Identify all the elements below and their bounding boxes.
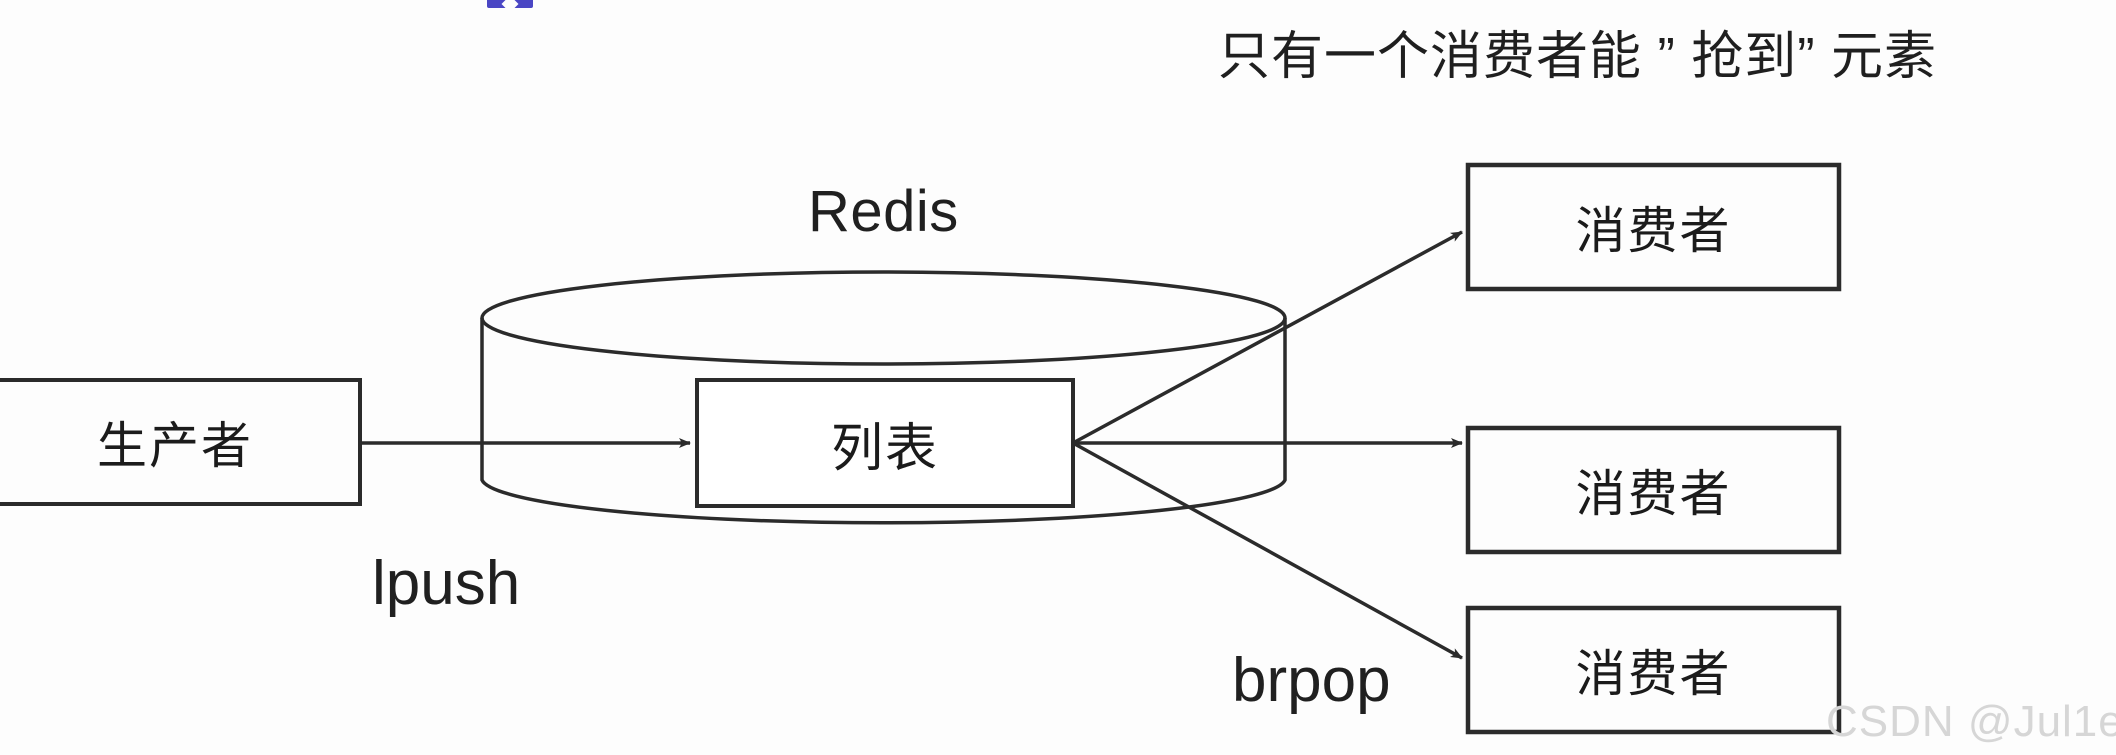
watermark: CSDN @Jul1en_ xyxy=(1826,697,2116,746)
consumer-box-0 xyxy=(1465,162,1842,292)
list-box xyxy=(695,378,1075,508)
list-label: 列表 xyxy=(830,419,939,478)
redis-cylinder xyxy=(480,270,1287,525)
clipped-ui-artifact xyxy=(487,0,533,8)
lpush-edge-label: lpush xyxy=(372,549,521,618)
headline-note: 只有一个消费者能 ” 抢到” 元素 xyxy=(1218,28,1937,86)
brpop-edge-label: brpop xyxy=(1232,646,1391,715)
brpop-arrow-top xyxy=(1072,230,1463,445)
consumer-label-1: 消费者 xyxy=(1575,466,1732,522)
producer-label: 生产者 xyxy=(97,418,253,474)
brpop-arrow-bottom xyxy=(1072,441,1463,660)
redis-storage-label: Redis xyxy=(808,179,959,244)
consumer-box-2 xyxy=(1465,605,1842,735)
consumer-label-2: 消费者 xyxy=(1575,646,1732,702)
consumer-label-0: 消费者 xyxy=(1575,203,1732,259)
consumer-box-1 xyxy=(1465,425,1842,555)
